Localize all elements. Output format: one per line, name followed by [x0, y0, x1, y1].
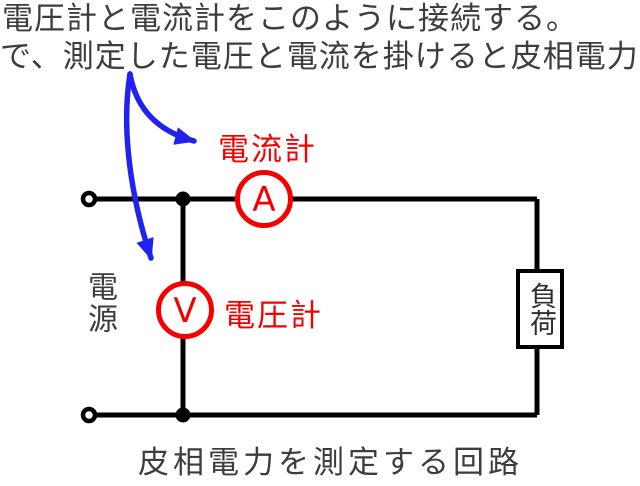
voltmeter-symbol: V	[173, 291, 196, 331]
ammeter-symbol: A	[252, 180, 275, 220]
source-label: 電源	[82, 271, 117, 335]
load-label: 負荷	[525, 282, 556, 336]
voltmeter-label: 電圧計	[224, 298, 323, 334]
caption: 皮相電力を測定する回路	[138, 445, 523, 481]
voltmeter-circle-icon	[156, 281, 214, 339]
load-box: 負荷	[516, 269, 564, 349]
terminal-bottom-icon	[80, 406, 98, 424]
header-text-line1: 電圧計と電流計をこのように接続する。	[2, 1, 578, 37]
pointer-arrow-to-voltmeter-icon	[123, 71, 154, 261]
pointer-arrow-to-ammeter-icon	[127, 71, 197, 145]
terminal-top-icon	[80, 190, 98, 208]
ammeter-label: 電流計	[218, 132, 317, 168]
ammeter-circle-icon	[235, 170, 293, 228]
junction-dot-top	[175, 191, 191, 207]
header-text-line2: で、測定した電圧と電流を掛けると皮相電力	[0, 39, 639, 75]
junction-dot-bottom	[175, 407, 191, 423]
